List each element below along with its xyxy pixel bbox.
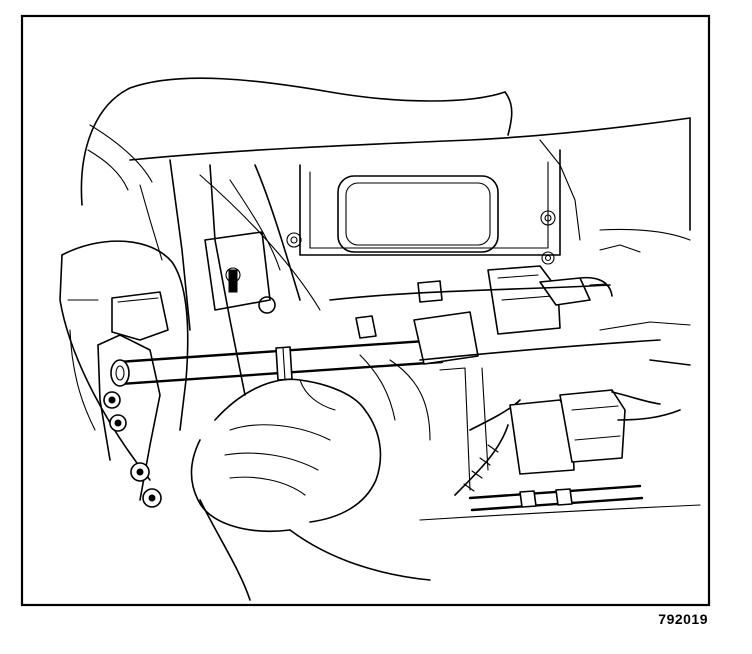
figure-number: 792019 [658,611,708,627]
figure-border [20,14,711,607]
line-art [59,77,701,601]
